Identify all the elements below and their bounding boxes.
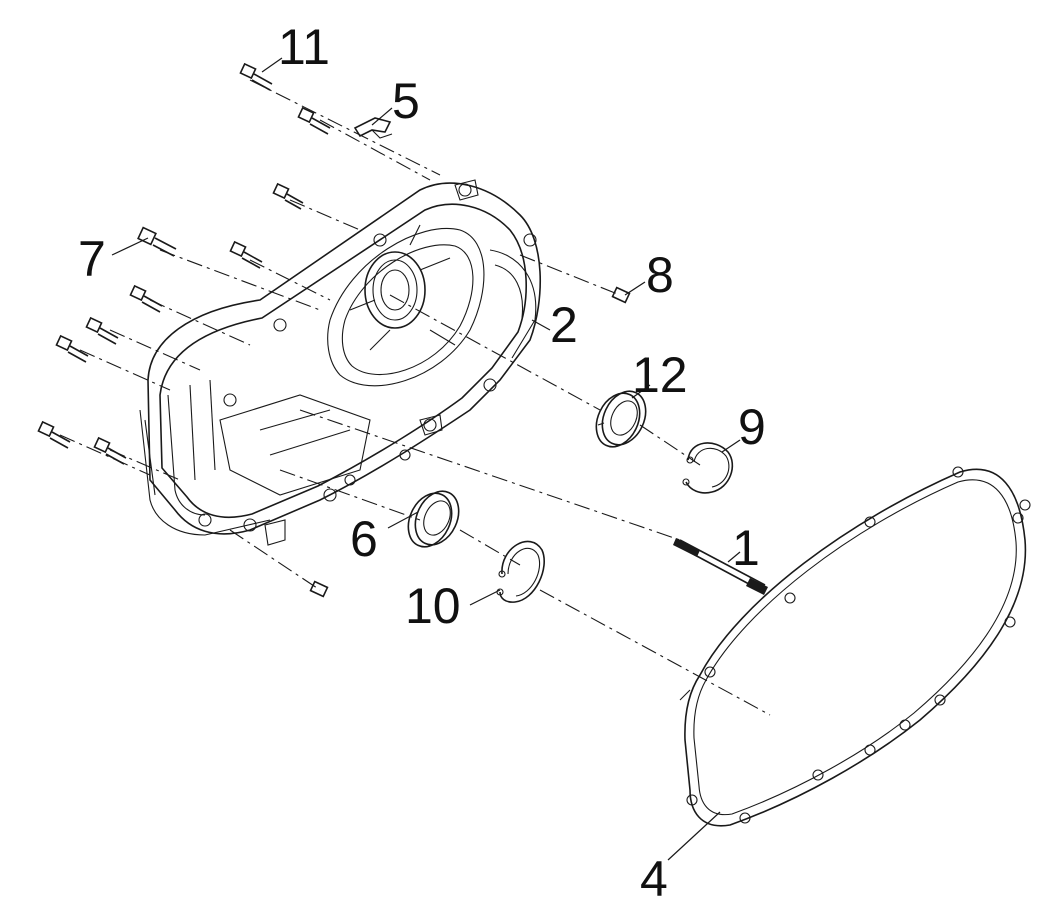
- callout-10: 10: [405, 578, 461, 634]
- bolt-11: [239, 62, 273, 91]
- callout-4: 4: [640, 851, 668, 906]
- callout-12: 12: [632, 347, 688, 403]
- dowel-pin: [309, 286, 631, 598]
- callout-2: 2: [550, 297, 578, 353]
- leader-lines: [111, 57, 741, 861]
- bolt-mid-4: [55, 334, 89, 363]
- assembly-centerlines: [59, 79, 771, 716]
- callout-8: 8: [646, 247, 674, 303]
- circlip-large: [682, 442, 734, 494]
- bolt-low-2: [93, 436, 127, 465]
- bolt-low-1: [37, 420, 71, 449]
- callout-5: 5: [392, 73, 420, 129]
- crankcase-cover: [139, 179, 542, 546]
- flange-bolts: [37, 62, 331, 465]
- bolt-top-2: [297, 106, 331, 135]
- bolt-top-3: [272, 182, 304, 210]
- callout-6: 6: [350, 511, 378, 567]
- gasket: [679, 466, 1031, 827]
- callout-11: 11: [278, 19, 330, 75]
- oil-seal-large: [595, 390, 647, 448]
- callout-labels: 11 5 7 8 2 12 9 6 1 10 4: [78, 19, 766, 906]
- callout-7: 7: [78, 231, 106, 287]
- callout-9: 9: [738, 399, 766, 455]
- bolt-mid-3: [85, 316, 119, 345]
- circlip-small: [496, 540, 545, 603]
- oil-seal-small: [407, 490, 460, 548]
- bolt-mid-1: [229, 240, 263, 269]
- clamp: [353, 117, 393, 139]
- kick-starter-shaft: [673, 538, 768, 595]
- bolt-mid-2: [129, 284, 163, 313]
- bolt-7: [137, 226, 177, 257]
- callout-1: 1: [732, 520, 760, 576]
